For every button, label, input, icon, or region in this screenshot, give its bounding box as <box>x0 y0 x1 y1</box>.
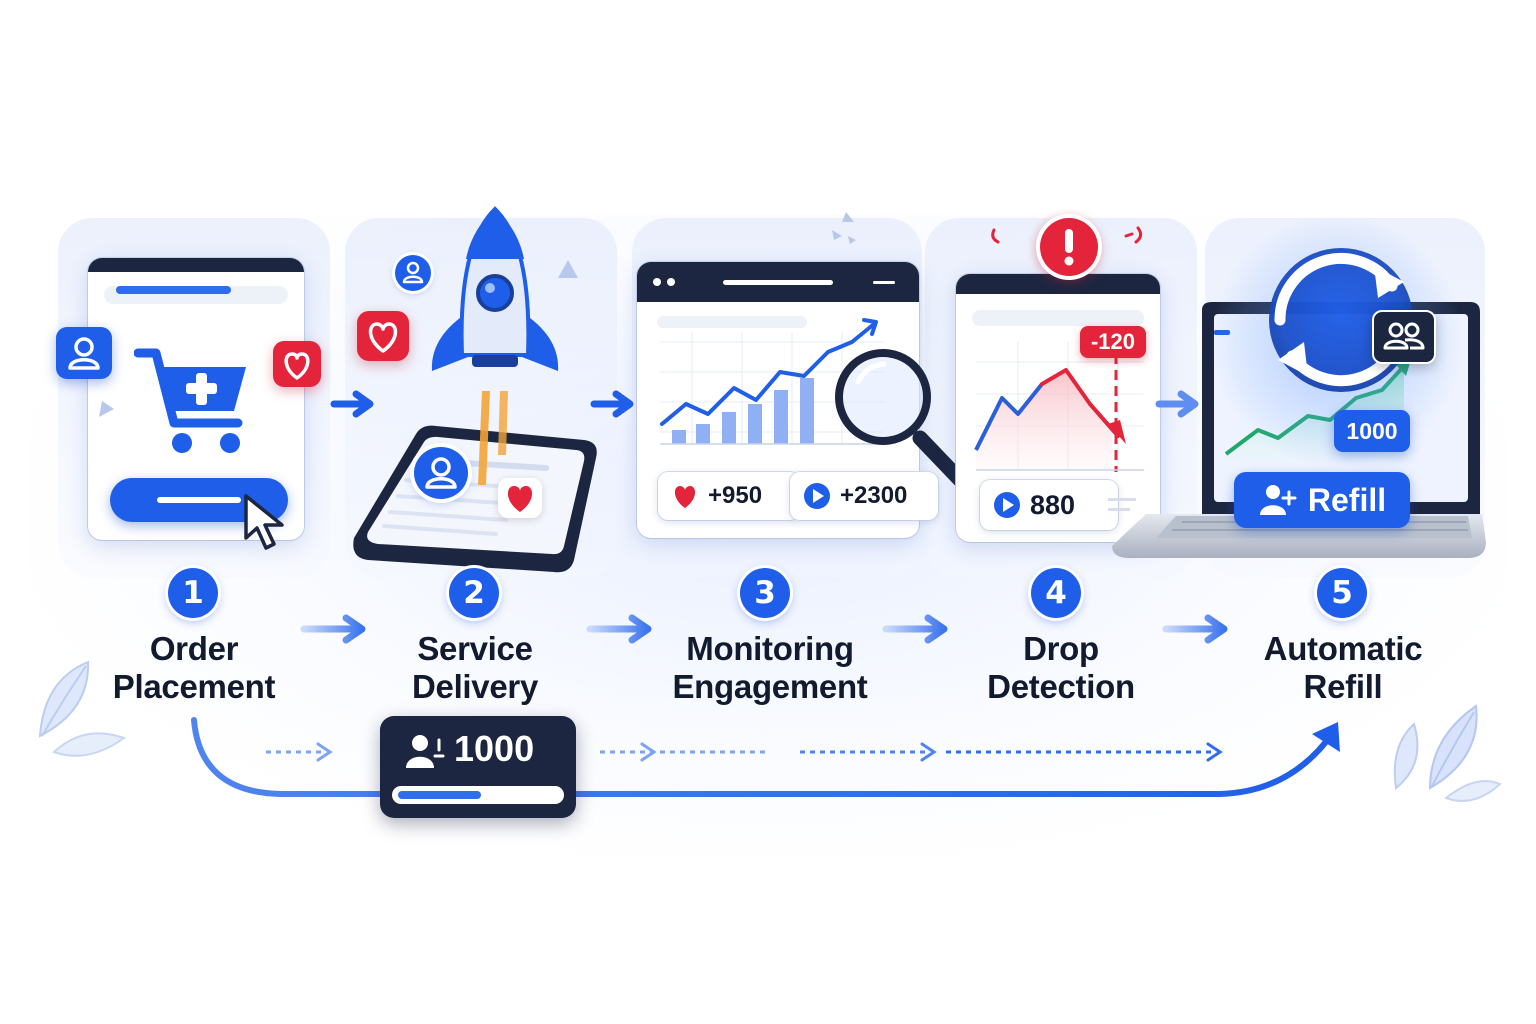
flow-arrow <box>586 614 652 644</box>
leaf-icon <box>1393 704 1502 802</box>
play-icon <box>804 483 830 509</box>
decor-triangles <box>832 212 856 244</box>
magnifier-icon <box>835 349 974 494</box>
flow-arrow <box>1162 614 1228 644</box>
growth-chart <box>660 318 884 445</box>
drop-views-stat: 880 <box>980 480 1118 530</box>
user-icon <box>402 261 424 284</box>
step-1-number: 1 <box>168 568 218 618</box>
loop-flow-line <box>191 717 1340 797</box>
flow-arrow <box>590 390 634 418</box>
drop-change-badge: -120 <box>1080 326 1146 358</box>
user-avatar <box>414 447 468 499</box>
heart-icon <box>507 486 533 512</box>
window-titlebar <box>637 262 919 302</box>
phone-device <box>353 425 597 573</box>
drop-chart <box>974 342 1144 472</box>
views-stat: +2300 <box>790 472 938 520</box>
add-user-icon <box>1259 485 1297 515</box>
flow-arrow <box>330 390 374 418</box>
drop-views-value: 880 <box>1030 489 1076 520</box>
leaf-icon <box>38 660 127 757</box>
user-icon <box>425 457 457 489</box>
likes-value: +950 <box>708 482 763 509</box>
heart-badge <box>273 341 321 387</box>
cart-icon <box>134 348 246 453</box>
refill-button-label: Refill <box>1307 481 1387 518</box>
step-2-number: 2 <box>449 568 499 618</box>
search-field[interactable] <box>104 286 288 304</box>
play-icon <box>994 492 1020 518</box>
progress-fill <box>398 791 481 799</box>
users-icon <box>406 735 445 768</box>
step-4-number: 4 <box>1031 568 1081 618</box>
follower-counter: 1000 <box>380 716 576 818</box>
alert-sparks <box>991 226 1143 244</box>
views-value: +2300 <box>840 482 908 509</box>
decor-triangle <box>558 260 578 278</box>
user-icon <box>68 337 100 370</box>
window-titlebar <box>88 258 304 272</box>
refill-button[interactable]: Refill <box>1234 472 1410 528</box>
likes-stat: +950 <box>658 472 800 520</box>
heart-icon <box>674 486 696 508</box>
heart-badge <box>498 478 542 518</box>
progress-bar <box>392 786 564 804</box>
heart-icon <box>368 322 398 353</box>
alert-icon <box>1040 218 1098 276</box>
step-3-number: 3 <box>740 568 790 618</box>
flow-arrow <box>300 614 366 644</box>
heart-icon <box>284 352 310 380</box>
flow-arrow <box>882 614 948 644</box>
follower-count: 1000 <box>454 728 535 769</box>
user-badge <box>395 255 431 291</box>
heart-badge <box>357 311 409 361</box>
users-badge <box>1372 310 1436 364</box>
window-titlebar <box>956 274 1160 294</box>
user-badge <box>56 327 112 379</box>
cursor-icon <box>244 494 284 550</box>
users-icon <box>1383 322 1425 350</box>
decor-triangle <box>99 401 114 417</box>
flow-arrow <box>1155 390 1199 418</box>
step-5-number: 5 <box>1317 568 1367 618</box>
refill-count-badge: 1000 <box>1334 410 1410 452</box>
rocket-icon <box>431 206 559 485</box>
